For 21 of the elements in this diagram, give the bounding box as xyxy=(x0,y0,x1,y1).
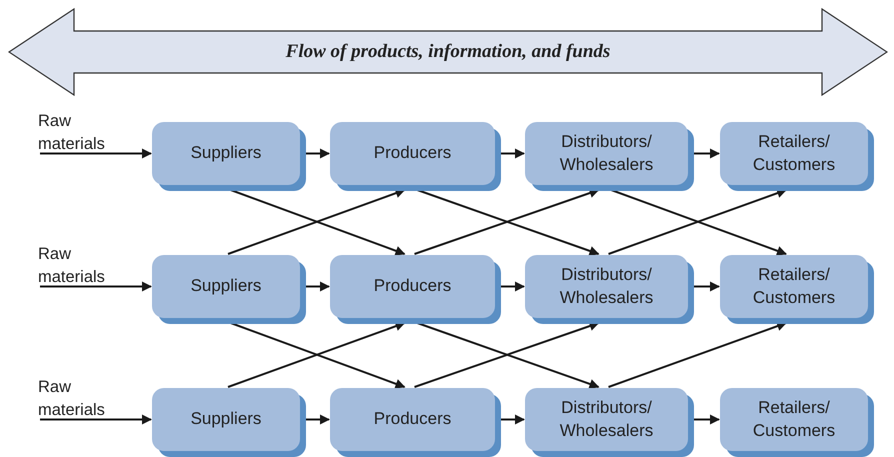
stage-box: Retailers/ Customers xyxy=(720,255,868,318)
stage-box: Suppliers xyxy=(152,388,300,451)
stage-box: Retailers/ Customers xyxy=(720,388,868,451)
stage-box: Distributors/ Wholesalers xyxy=(525,255,688,318)
double-arrow-banner xyxy=(8,8,888,96)
stage-box: Distributors/ Wholesalers xyxy=(525,388,688,451)
stage-box: Producers xyxy=(330,255,495,318)
stage-box: Producers xyxy=(330,122,495,185)
input-label: Raw materials xyxy=(38,111,106,156)
arrow xyxy=(608,321,787,388)
input-label: Raw materials xyxy=(38,244,106,288)
arrow xyxy=(40,282,152,292)
stage-box: Suppliers xyxy=(152,255,300,318)
stage-box: Producers xyxy=(330,388,495,451)
stage-box: Retailers/ Customers xyxy=(720,122,868,185)
arrow xyxy=(40,148,152,158)
stage-box: Distributors/ Wholesalers xyxy=(525,122,688,185)
input-label: Raw materials xyxy=(38,377,106,422)
stage-box: Suppliers xyxy=(152,122,300,185)
banner-title: Flow of products, information, and funds xyxy=(286,41,610,63)
arrow xyxy=(40,414,152,424)
